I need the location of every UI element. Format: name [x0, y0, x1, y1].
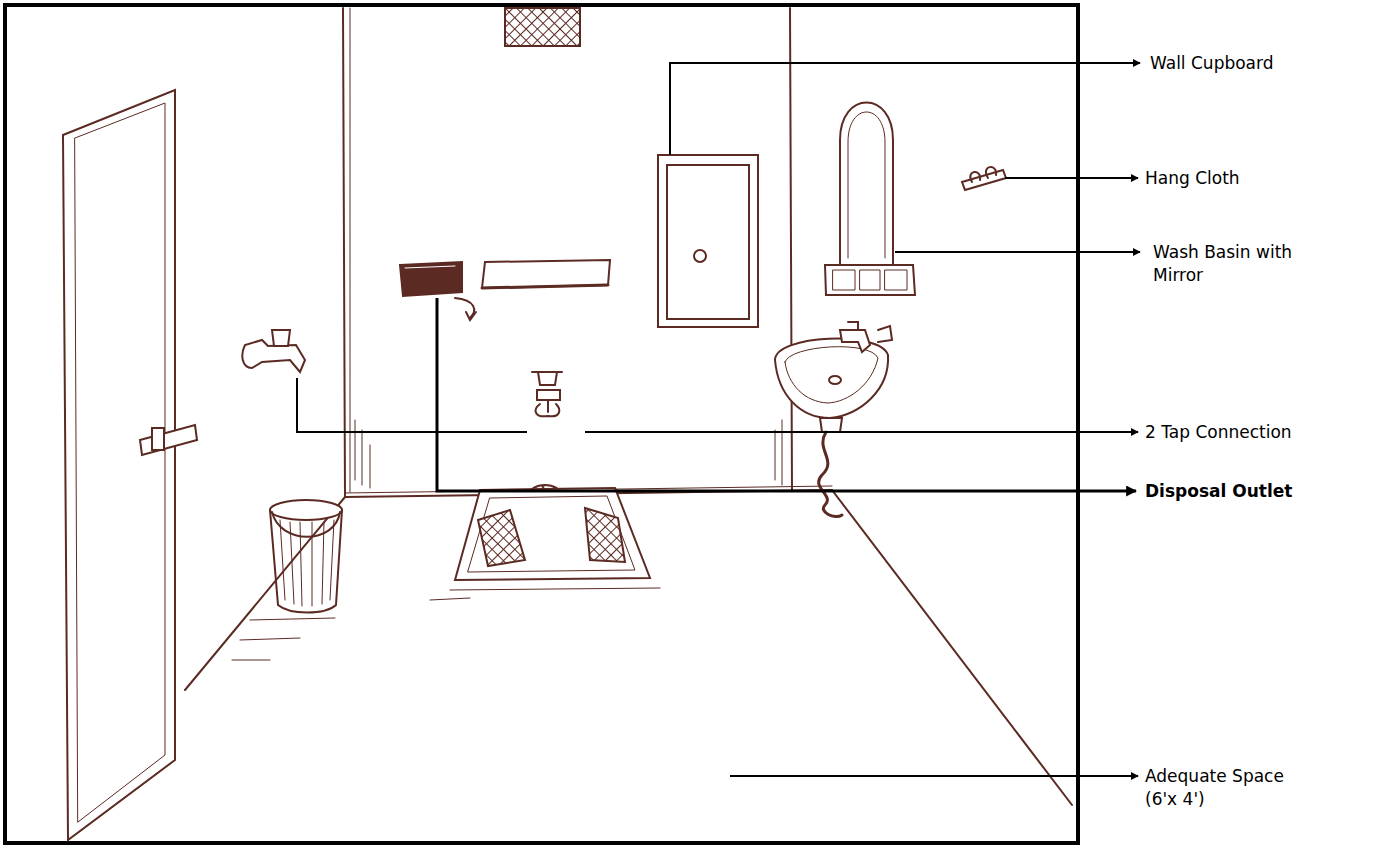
label: 2 Tap Connection [1145, 421, 1292, 444]
label: Adequate Space (6'x 4') [1145, 765, 1305, 811]
label: Wash Basin with Mirror [1153, 241, 1333, 287]
leader-line [895, 251, 1140, 253]
label: Disposal Outlet [1145, 480, 1292, 503]
leader-line [730, 775, 1138, 777]
leader-line [585, 431, 1138, 433]
room-sketch [63, 8, 1072, 840]
label: Hang Cloth [1145, 167, 1240, 190]
leader-line [437, 298, 1136, 491]
leader-line [297, 378, 527, 432]
leader-line [1005, 177, 1138, 179]
leader-lines [297, 63, 1140, 776]
frame [5, 5, 1078, 843]
leader-line [670, 63, 1140, 155]
label: Wall Cupboard [1150, 52, 1274, 75]
